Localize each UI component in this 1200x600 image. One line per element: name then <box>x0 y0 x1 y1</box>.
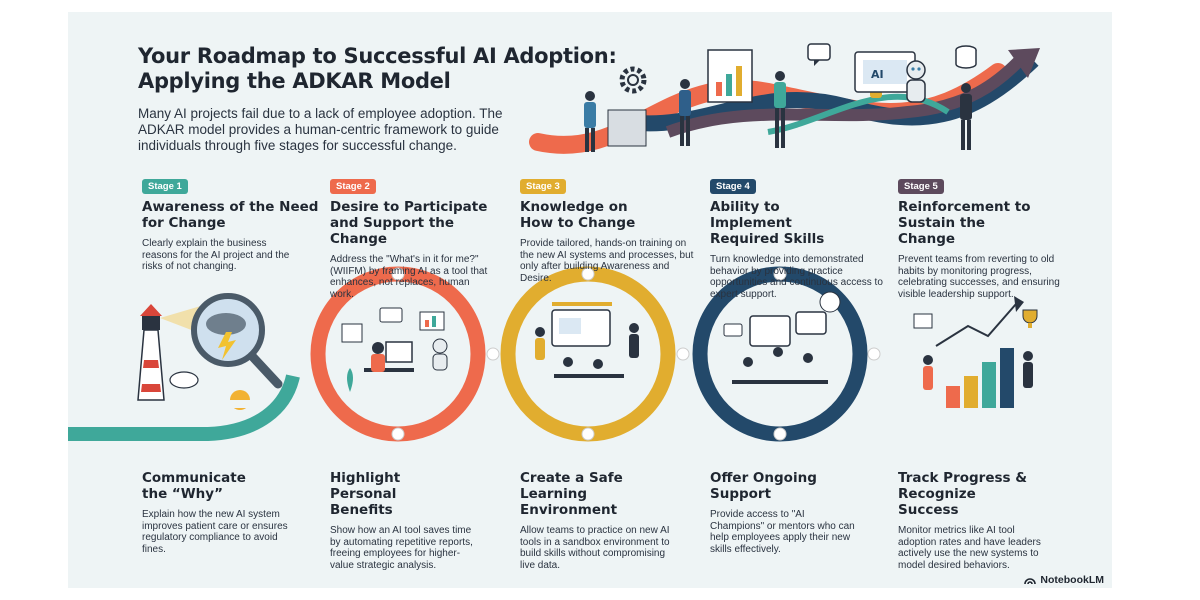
stage-3: Stage 3 Knowledge on How to Change Provi… <box>520 176 698 284</box>
title-line-2: Applying the ADKAR Model <box>138 69 451 93</box>
laptop-icon: AI <box>854 51 916 93</box>
action-3-title: Create a Safe Learning Environment <box>520 470 623 518</box>
stage-4-title: Ability to Implement Required Skills <box>710 199 825 247</box>
stage-2-description: Address the "What's in it for me?" (WIIF… <box>330 254 488 300</box>
roadmap-artwork: AI <box>68 43 1040 442</box>
title-line-1: Your Roadmap to Successful AI Adoption: <box>138 44 617 68</box>
stage-1-description: Clearly explain the business reasons for… <box>142 238 290 272</box>
stage-2: Stage 2 Desire to Participate and Suppor… <box>330 176 508 300</box>
action-5: Track Progress & Recognize Success Monit… <box>898 470 1076 571</box>
stage-5-description: Prevent teams from reverting to old habi… <box>898 254 1060 300</box>
stage-2-badge: Stage 2 <box>330 179 376 194</box>
stage-4: Stage 4 Ability to Implement Required Sk… <box>710 176 888 300</box>
stage-5-illustration <box>913 296 1033 408</box>
stage-3-ring <box>500 266 676 442</box>
sun-icon <box>218 390 262 410</box>
stage-3-title: Knowledge on How to Change <box>520 199 636 231</box>
action-5-title: Track Progress & Recognize Success <box>898 470 1028 518</box>
trophy-icon <box>1022 309 1038 328</box>
action-4: Offer Ongoing Support Provide access to … <box>710 470 888 555</box>
stage-3-description: Provide tailored, hands-on training on t… <box>520 238 694 284</box>
stage-3-badge: Stage 3 <box>520 179 566 194</box>
database-icon <box>955 45 977 69</box>
notebooklm-brand: NotebookLM <box>1024 574 1104 586</box>
stage-5-title: Reinforcement to Sustain the Change <box>898 199 1031 247</box>
hero-people <box>584 63 972 152</box>
stage-5: Stage 5 Reinforcement to Sustain the Cha… <box>898 176 1076 300</box>
hero-screen-label: AI <box>871 68 884 81</box>
action-4-title: Offer Ongoing Support <box>710 470 817 502</box>
stage-4-description: Turn knowledge into demonstrated behavio… <box>710 254 883 300</box>
intro-text: Many AI projects fail due to a lack of e… <box>138 106 503 153</box>
infographic-canvas: Your Roadmap to Successful AI Adoption: … <box>68 12 1112 588</box>
action-2-description: Show how an AI tool saves time by automa… <box>330 525 473 571</box>
stage-2-illustration <box>341 307 448 392</box>
action-1: Communicate the “Why” Explain how the ne… <box>142 470 320 555</box>
gear-icon <box>619 66 647 94</box>
stage-3-illustration <box>535 302 639 378</box>
action-1-title: Communicate the “Why” <box>142 470 246 502</box>
journey-road <box>68 266 881 442</box>
action-5-description: Monitor metrics like AI tool adoption ra… <box>898 525 1041 571</box>
chat-bubble-icon <box>807 43 831 66</box>
action-2-title: Highlight Personal Benefits <box>330 470 401 518</box>
magnifier-storm-icon <box>191 293 283 389</box>
stage-5-badge: Stage 5 <box>898 179 944 194</box>
stage-4-illustration <box>723 291 841 384</box>
notebooklm-logo-icon <box>1024 578 1037 585</box>
action-3: Create a Safe Learning Environment Allow… <box>520 470 698 571</box>
bar-chart-icon <box>707 49 753 103</box>
action-1-description: Explain how the new AI system improves p… <box>142 509 288 555</box>
stage-1-badge: Stage 1 <box>142 179 188 194</box>
stage-1: Stage 1 Awareness of the Need for Change… <box>142 176 320 273</box>
brand-name: NotebookLM <box>1040 574 1104 586</box>
page-title: Your Roadmap to Successful AI Adoption: … <box>138 44 658 94</box>
stage-2-title: Desire to Participate and Support the Ch… <box>330 199 488 247</box>
action-2: Highlight Personal Benefits Show how an … <box>330 470 508 571</box>
action-4-description: Provide access to "AI Champions" or ment… <box>710 509 855 555</box>
stage-4-badge: Stage 4 <box>710 179 756 194</box>
robot-icon <box>906 60 926 103</box>
cloud-icon <box>169 371 199 389</box>
stage-1-title: Awareness of the Need for Change <box>142 199 319 231</box>
action-3-description: Allow teams to practice on new AI tools … <box>520 525 670 571</box>
